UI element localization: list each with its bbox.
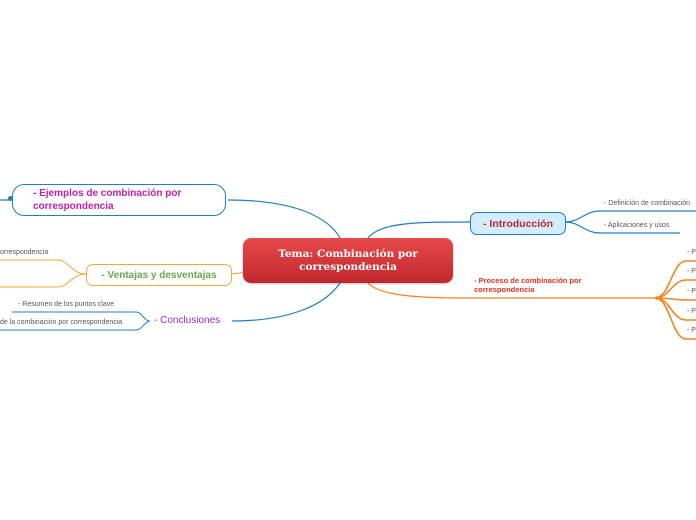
central-topic[interactable]: Tema: Combinación por correspondencia xyxy=(243,238,453,283)
line-to-conclusiones xyxy=(231,282,341,322)
ejemplos-connector-dot xyxy=(8,196,13,201)
topic-proceso[interactable]: - Proceso de combinación por corresponde… xyxy=(474,276,604,294)
topic-proceso-label: - Proceso de combinación por corresponde… xyxy=(474,276,582,294)
subtopic-proceso-3[interactable]: - P xyxy=(687,288,696,295)
topic-introduccion[interactable]: - Introducción xyxy=(470,212,566,235)
subtopic-proceso-1[interactable]: - P xyxy=(687,249,696,256)
line-to-proceso xyxy=(367,282,660,299)
topic-conclusiones-label: - Conclusiones xyxy=(154,315,221,326)
line-conclusiones-child-2 xyxy=(0,320,151,331)
topic-introduccion-label: - Introducción xyxy=(483,217,553,230)
topic-ventajas[interactable]: - Ventajas y desventajas xyxy=(86,264,232,286)
line-conclusiones-child-1 xyxy=(12,311,151,322)
line-ventajas-child-1 xyxy=(0,259,87,275)
subtopic-aplicaciones[interactable]: - Aplicaciones y usos xyxy=(604,222,670,229)
line-intro-child-2 xyxy=(564,221,680,234)
line-intro-child-1 xyxy=(564,210,696,223)
topic-ejemplos[interactable]: - Ejemplos de combinación por correspond… xyxy=(12,184,226,216)
subtopic-conclusiones-2[interactable]: de la combinación por correspondencia xyxy=(0,319,123,326)
central-topic-label: Tema: Combinación por correspondencia xyxy=(278,247,418,273)
topic-conclusiones[interactable]: - Conclusiones xyxy=(154,315,220,326)
subtopic-resumen[interactable]: - Resumen de los puntos clave xyxy=(18,301,115,308)
line-to-introduccion xyxy=(367,221,471,239)
topic-ventajas-label: - Ventajas y desventajas xyxy=(101,269,217,281)
line-ventajas-child-2 xyxy=(0,273,87,288)
proceso-hub xyxy=(655,296,659,300)
subtopic-ventajas-1[interactable]: orrespondencia xyxy=(0,249,49,256)
line-to-ejemplos xyxy=(227,199,341,239)
subtopic-proceso-2[interactable]: - P xyxy=(687,268,696,275)
line-proceso-child-5 xyxy=(654,297,696,340)
subtopic-proceso-4[interactable]: - P xyxy=(687,308,696,315)
subtopic-definicion[interactable]: - Definición de combinación xyxy=(604,200,690,207)
subtopic-proceso-5[interactable]: - P xyxy=(687,327,696,334)
topic-ejemplos-label: - Ejemplos de combinación por correspond… xyxy=(33,188,182,212)
